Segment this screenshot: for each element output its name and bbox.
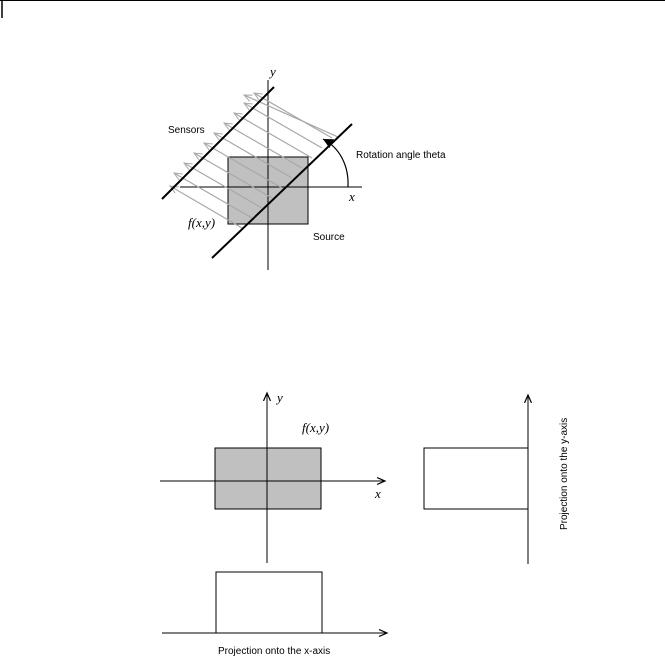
projection-y-label: Projection onto the y-axis <box>559 418 570 530</box>
bottom-object-rect <box>214 447 322 510</box>
top-y-label: y <box>268 64 276 79</box>
projection-x-profile <box>215 571 323 634</box>
bottom-x-label: x <box>374 486 381 501</box>
bottom-function-label: f(x,y) <box>302 420 329 435</box>
sensors-label: Sensors <box>168 125 205 136</box>
page-corner-frame <box>0 0 665 18</box>
rotation-arc <box>322 138 349 188</box>
top-x-label: x <box>348 189 355 204</box>
top-function-label: f(x,y) <box>188 215 215 230</box>
bottom-diagram: y x f(x,y) Projection onto the x-axis Pr… <box>160 390 570 657</box>
projection-rays <box>240 94 339 138</box>
source-label: Source <box>313 232 345 243</box>
sensors-line <box>161 86 275 200</box>
projection-x-label: Projection onto the x-axis <box>218 646 330 657</box>
top-diagram: y x Sensors Rotation angle theta f(x,y) … <box>161 64 446 270</box>
bottom-y-label: y <box>275 390 283 405</box>
projection-y-profile <box>423 447 529 510</box>
ray-set <box>170 93 333 229</box>
rotation-label: Rotation angle theta <box>356 150 446 161</box>
